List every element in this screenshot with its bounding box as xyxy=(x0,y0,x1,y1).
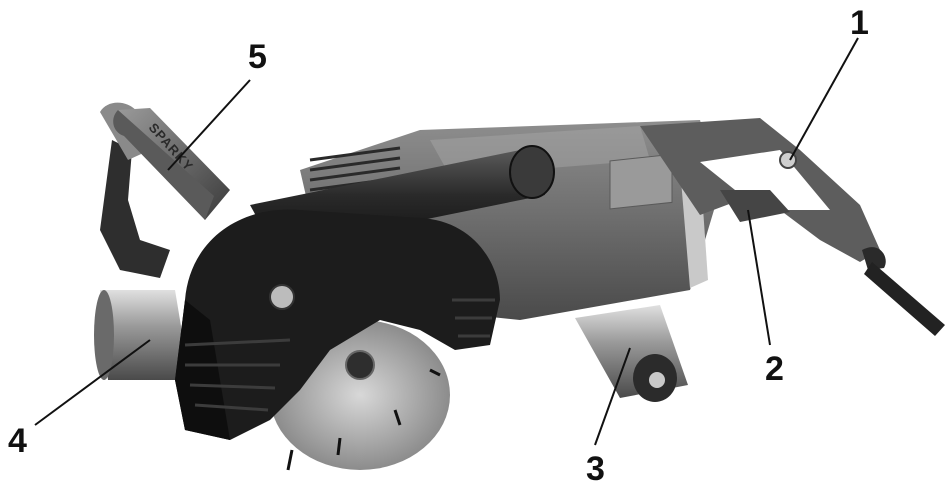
leader-lines xyxy=(34,37,859,446)
guard-bolt xyxy=(269,284,295,310)
callout-1: 1 xyxy=(850,4,869,42)
leader-5 xyxy=(167,79,251,171)
leader-1 xyxy=(789,37,859,161)
blade-guard xyxy=(175,209,500,440)
callout-4: 4 xyxy=(8,422,27,460)
callout-3: 3 xyxy=(586,450,605,488)
callout-5: 5 xyxy=(248,38,267,76)
leader-2 xyxy=(747,209,771,346)
callout-labels: 1 2 3 4 5 xyxy=(8,4,869,488)
rear-handle xyxy=(640,118,880,262)
guide-roller-bottom xyxy=(575,305,688,402)
leader-3 xyxy=(594,347,631,446)
leader-4 xyxy=(34,339,151,426)
rating-plate xyxy=(609,153,673,210)
callout-2: 2 xyxy=(765,350,784,388)
guide-roller-left xyxy=(94,290,190,380)
blade-nut xyxy=(345,350,375,380)
power-cord xyxy=(862,247,945,336)
